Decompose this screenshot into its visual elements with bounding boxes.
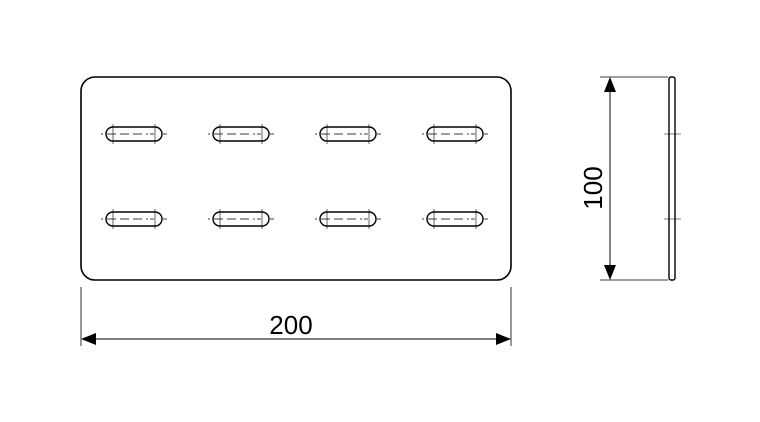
slot-outline [319,211,377,227]
slot [315,124,381,144]
slot [208,209,274,229]
slot [422,209,488,229]
slot [208,124,274,144]
slot-outline [105,126,163,142]
slot-outline [426,211,484,227]
slot-outline [212,211,270,227]
height-dimension: 100 [578,76,668,281]
width-arrow-right [496,333,511,345]
slot [101,209,167,229]
plate-outline [80,76,512,281]
slot [101,124,167,144]
slot-outline [319,126,377,142]
width-dimension-label: 200 [269,310,312,340]
width-arrow-left [81,333,96,345]
slot [315,209,381,229]
slot-outline [212,126,270,142]
side-view [664,76,681,281]
slot-outline [105,211,163,227]
height-arrow-bottom [604,265,616,280]
slot [422,124,488,144]
width-dimension: 200 [80,287,512,346]
slot-outline [426,126,484,142]
height-dimension-label: 100 [578,166,608,209]
slot-group [101,124,488,229]
side-view-plate [668,76,676,281]
height-arrow-top [604,77,616,92]
